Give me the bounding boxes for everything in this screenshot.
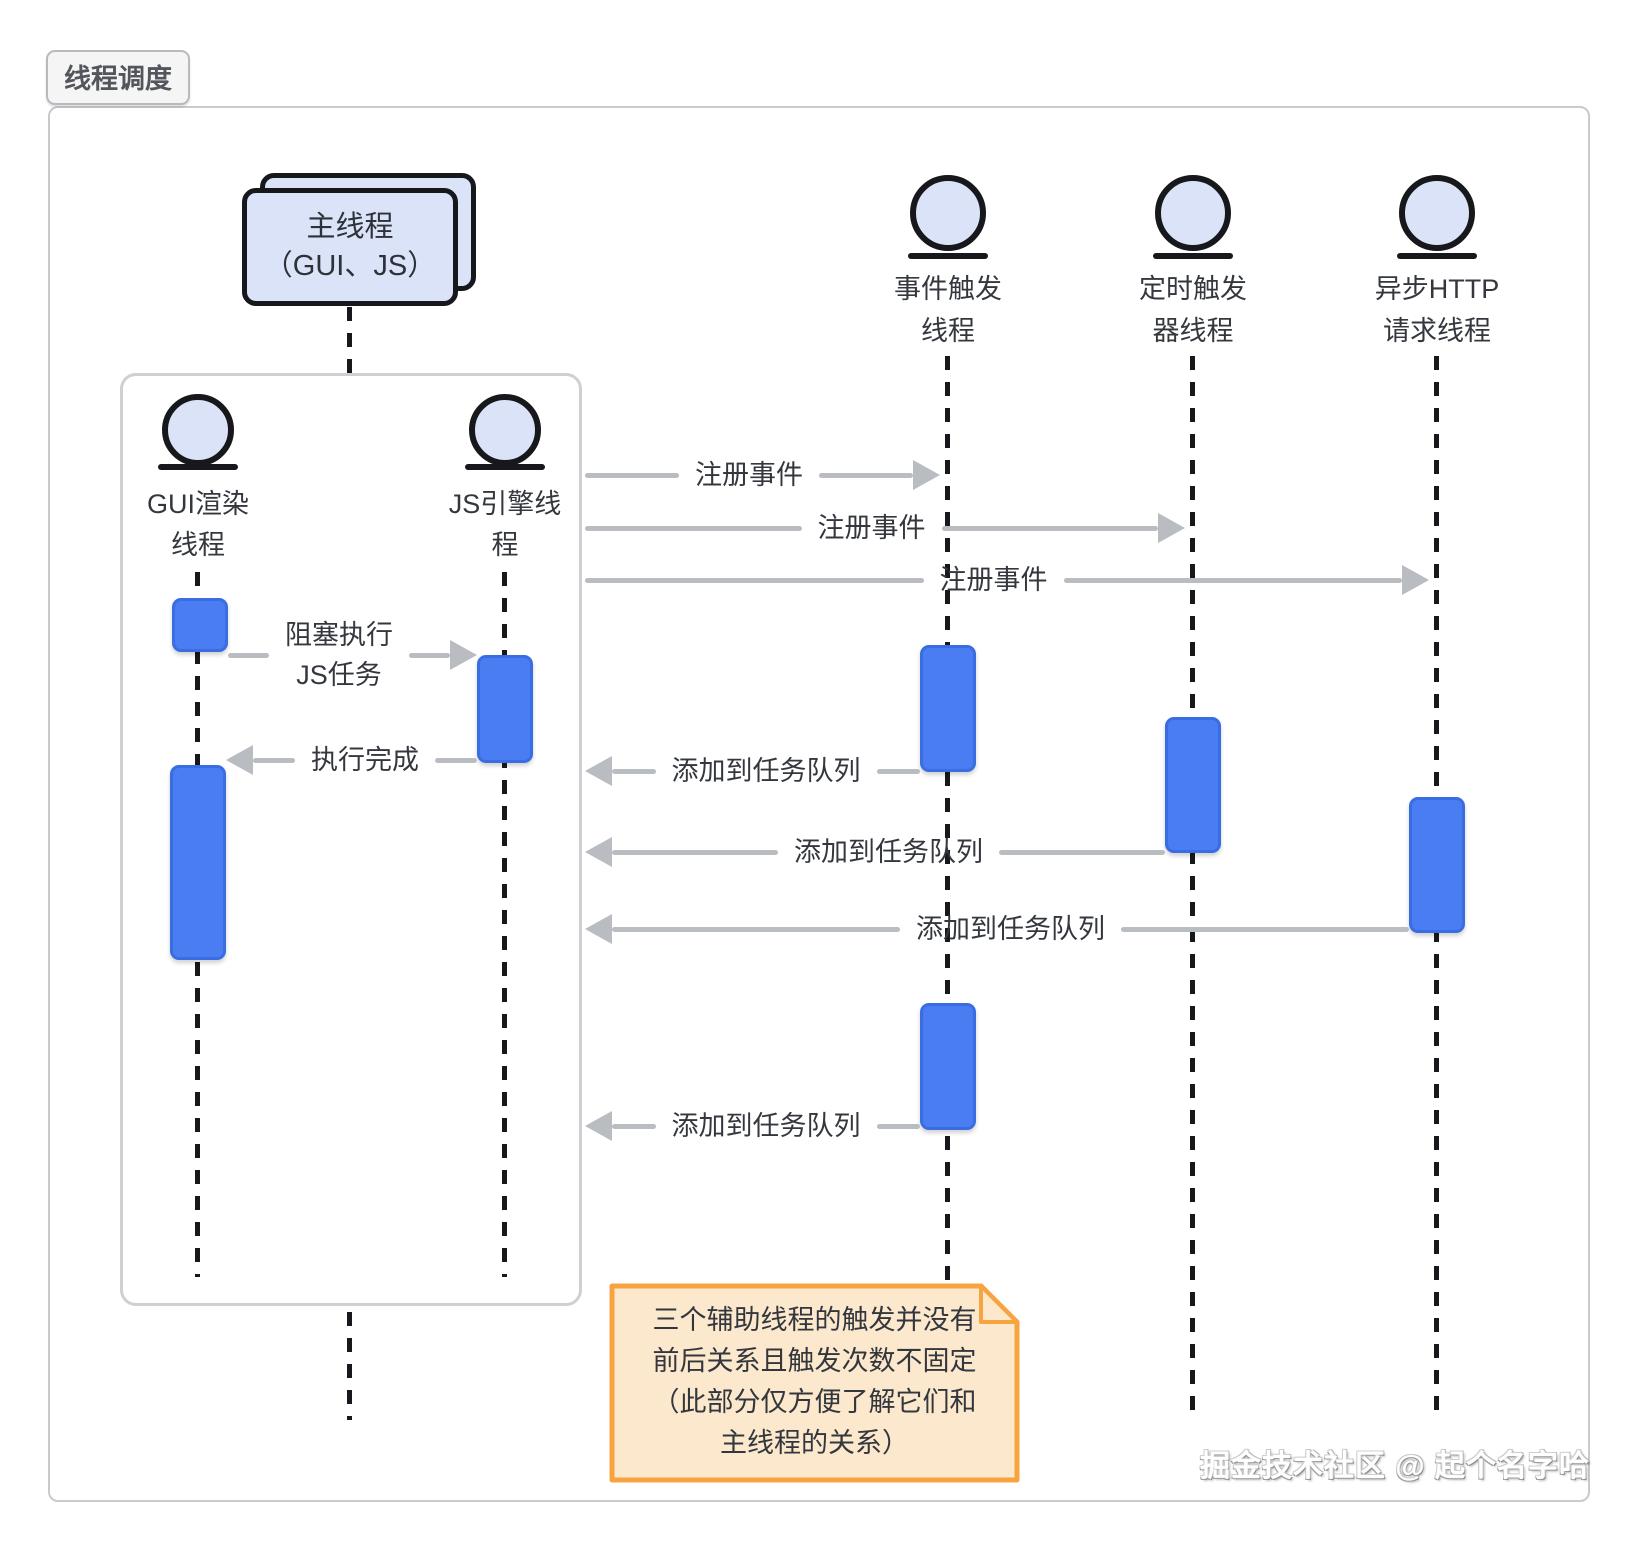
message-enqueue-4: 添加到任务队列 [585,1106,920,1146]
arrow-right-icon [913,460,940,490]
note-text-line1: 三个辅助线程的触发并没有 [652,1305,977,1335]
event-trigger-label-line2: 线程 [921,316,975,346]
message-register-event-2-label: 注册事件 [817,513,926,543]
diagram-title-badge: 线程调度 [46,50,190,105]
async-http-actor-base [1397,253,1477,259]
activation-event-1 [920,645,976,772]
activation-gui-small [172,598,228,652]
main-thread-lifeline-upper [347,307,352,373]
message-line [612,1123,656,1129]
arrow-left-icon [585,1111,612,1141]
arrow-right-icon [1402,565,1429,595]
async-http-label: 异步HTTP 请求线程 [1317,268,1557,352]
note-dogear-icon [979,1284,1019,1324]
arrow-right-icon [450,640,477,670]
arrow-right-icon [1158,513,1185,543]
message-block-js-label-line2: JS任务 [296,660,382,690]
message-line [999,849,1165,855]
note-shape [609,1283,1020,1483]
message-line [253,757,295,763]
message-exec-done-label: 执行完成 [311,745,419,775]
message-enqueue-2-label: 添加到任务队列 [794,837,983,867]
message-enqueue-1-label: 添加到任务队列 [671,756,861,786]
note-text-line4: 主线程的关系） [720,1428,909,1458]
message-register-event-1-label: 注册事件 [695,460,803,490]
message-line [612,926,900,932]
message-line [941,525,1158,531]
activation-timer [1165,717,1221,853]
message-enqueue-1: 添加到任务队列 [585,751,920,791]
watermark: 掘金技术社区 @ 起个名字哈 [1200,1450,1590,1483]
event-trigger-label: 事件触发 线程 [828,268,1068,352]
message-line [409,652,450,658]
js-engine-label: JS引擎线 程 [405,484,605,566]
arrow-left-icon [585,914,612,944]
message-line [435,757,477,763]
timer-trigger-lifeline [1190,356,1195,1420]
js-engine-label-line1: JS引擎线 [448,489,562,519]
message-block-js: 阻塞执行 JS任务 [228,615,477,695]
message-register-event-3-label: 注册事件 [939,565,1048,595]
message-line [228,652,269,658]
activation-gui-long [170,765,226,960]
js-engine-actor-icon [469,394,541,466]
message-line [1121,926,1409,932]
main-thread-lifeline-lower [347,1312,352,1420]
main-thread-label-line2: （GUI、JS） [263,250,437,282]
activation-event-2 [920,1003,976,1130]
async-http-label-line1: 异步HTTP [1374,274,1500,304]
async-http-label-line2: 请求线程 [1383,316,1491,346]
async-http-actor-icon [1399,175,1475,251]
arrow-left-icon [585,756,612,786]
message-exec-done: 执行完成 [226,740,477,780]
message-line [819,472,913,478]
activation-http [1409,797,1465,933]
note-body [609,1283,1020,1483]
gui-render-label: GUI渲染 线程 [98,484,298,566]
note-text-line2: 前后关系且触发次数不固定 [652,1346,977,1376]
message-enqueue-3: 添加到任务队列 [585,909,1409,949]
message-line [585,577,924,583]
timer-trigger-label-line2: 器线程 [1152,316,1234,346]
message-register-event-3: 注册事件 [585,560,1429,600]
message-enqueue-3-label: 添加到任务队列 [916,914,1105,944]
message-line [612,768,656,774]
message-register-event-2: 注册事件 [585,508,1185,548]
message-line [876,768,920,774]
main-thread-label-line1: 主线程 [306,211,394,243]
gui-render-actor-base [158,464,238,470]
note-text-line3: （此部分仅方便了解它们和 [652,1387,977,1417]
note-text: 三个辅助线程的触发并没有 前后关系且触发次数不固定 （此部分仅方便了解它们和 主… [612,1300,1017,1464]
message-enqueue-2: 添加到任务队列 [585,832,1165,872]
gui-render-actor-icon [162,394,234,466]
gui-render-label-line1: GUI渲染 [146,489,249,519]
arrow-left-icon [226,745,253,775]
message-register-event-1: 注册事件 [585,455,940,495]
message-line [585,525,802,531]
message-line [876,1123,920,1129]
message-line [585,472,679,478]
message-block-js-label-line1: 阻塞执行 [285,620,393,650]
gui-render-label-line2: 线程 [171,530,225,560]
main-thread-box: 主线程 （GUI、JS） [242,188,458,306]
event-trigger-actor-base [908,253,988,259]
message-enqueue-4-label: 添加到任务队列 [671,1111,861,1141]
event-trigger-label-line1: 事件触发 [894,274,1002,304]
event-trigger-lifeline [945,356,950,1420]
timer-trigger-actor-icon [1155,175,1231,251]
arrow-left-icon [585,837,612,867]
js-engine-actor-base [465,464,545,470]
timer-trigger-label-line1: 定时触发 [1139,274,1247,304]
timer-trigger-actor-base [1153,253,1233,259]
message-block-js-label: 阻塞执行 JS任务 [269,615,409,695]
event-trigger-actor-icon [910,175,986,251]
message-line [1063,577,1402,583]
message-line [612,849,778,855]
timer-trigger-label: 定时触发 器线程 [1073,268,1313,352]
activation-js-engine [477,655,533,763]
js-engine-label-line2: 程 [491,530,519,560]
js-engine-lifeline [502,572,507,1277]
